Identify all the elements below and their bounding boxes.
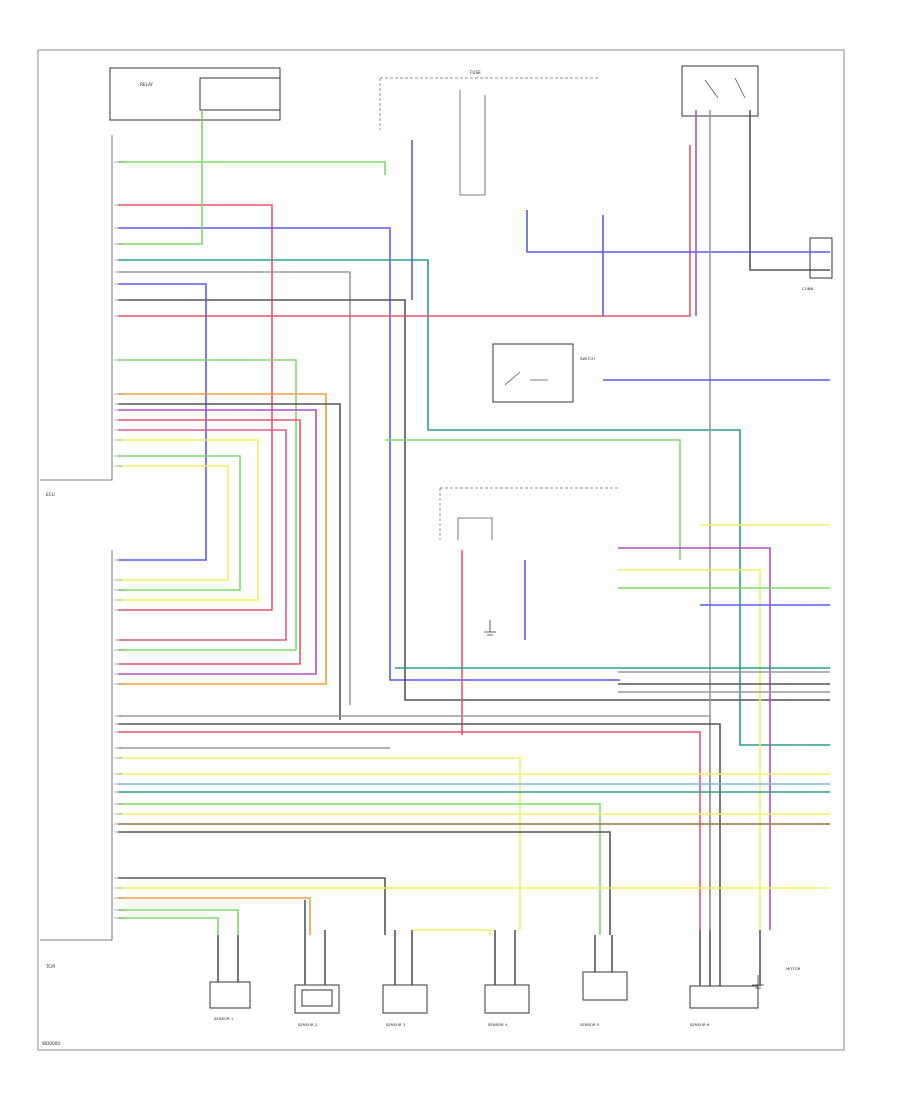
sensor-5: SENSOR 5 [580, 971, 628, 1027]
wire-dark-6 [118, 831, 611, 935]
ground-symbols [484, 620, 764, 989]
diagram-frame [37, 49, 845, 1051]
wire-gray-5 [118, 715, 711, 930]
switch-contact [504, 371, 548, 386]
relay-label: RELAY [140, 82, 154, 87]
wire-green-3 [118, 359, 297, 651]
wire-yellow-3 [618, 569, 761, 930]
wire-yellow-5 [118, 757, 521, 930]
wire-blue-1 [118, 227, 620, 681]
footer-code: WD0000 [42, 1041, 60, 1046]
ecu-pin-ticks [114, 161, 122, 919]
wire-green-2 [118, 110, 203, 245]
sensor-4: SENSOR 4 [484, 984, 530, 1027]
relay-right-contacts [704, 77, 746, 99]
switch-label: SWITCH [580, 356, 595, 361]
wire-yellow-2 [118, 465, 229, 581]
wire-red-5 [118, 731, 701, 930]
wire-orange-2 [118, 897, 311, 935]
wire-pink-1 [118, 429, 287, 641]
svg-text:SENSOR 5: SENSOR 5 [580, 1022, 600, 1027]
wire-red-2 [118, 145, 691, 317]
fuse-label: FUSE [470, 70, 481, 75]
wire-green-5 [385, 439, 681, 560]
relay-subbox [199, 77, 281, 111]
wire-yellow-9 [412, 929, 491, 935]
connector-right [809, 237, 833, 279]
wire-gray-1 [118, 271, 351, 705]
wire-green-8 [118, 909, 239, 935]
wire-dark-5 [118, 723, 721, 930]
fuse-loop [459, 90, 486, 196]
connector-right-label: CONN [802, 286, 813, 291]
wire-red-1 [118, 204, 273, 611]
wire-orange-1 [118, 393, 327, 685]
wire-green-4 [118, 455, 241, 591]
wire-dark-1 [118, 299, 830, 701]
sensor-1: SENSOR 1 [209, 981, 251, 1021]
svg-text:SENSOR 1: SENSOR 1 [214, 1016, 234, 1021]
sensor-2: SENSOR 2 [294, 984, 340, 1027]
ecu-label: ECU [46, 492, 55, 497]
wire-green-7 [118, 803, 601, 935]
wire-green-9 [118, 917, 219, 935]
switch-box [492, 343, 574, 403]
wire-blue-2 [118, 283, 207, 561]
mid-loop [457, 517, 493, 540]
ecu-outline [40, 135, 113, 481]
svg-text:SENSOR 4: SENSOR 4 [488, 1022, 508, 1027]
svg-text:SENSOR 6: SENSOR 6 [690, 1022, 710, 1027]
wire-dark-7 [118, 877, 386, 935]
sensor-3: SENSOR 3 [382, 984, 428, 1027]
wire-red-3 [118, 419, 301, 665]
wire-blue-4 [526, 210, 830, 253]
sensor-leads [217, 900, 761, 986]
relay-right [681, 65, 759, 117]
tcm-label: TCM [45, 964, 55, 969]
tcm-outline [40, 550, 113, 941]
wire-dark-3 [749, 110, 830, 271]
wire-violet-3 [618, 547, 771, 930]
svg-text:SENSOR 3: SENSOR 3 [386, 1022, 406, 1027]
wire-green-1 [118, 161, 386, 175]
wire-yellow-1 [118, 439, 259, 601]
wire-layer [118, 110, 830, 935]
svg-text:SENSOR 2: SENSOR 2 [298, 1022, 318, 1027]
wire-dark-2 [118, 403, 341, 720]
sensor-6: SENSOR 6 [689, 985, 759, 1027]
wire-violet-1 [118, 409, 317, 675]
wire-teal-1 [118, 259, 830, 746]
motor-label: MOTOR [786, 966, 801, 971]
